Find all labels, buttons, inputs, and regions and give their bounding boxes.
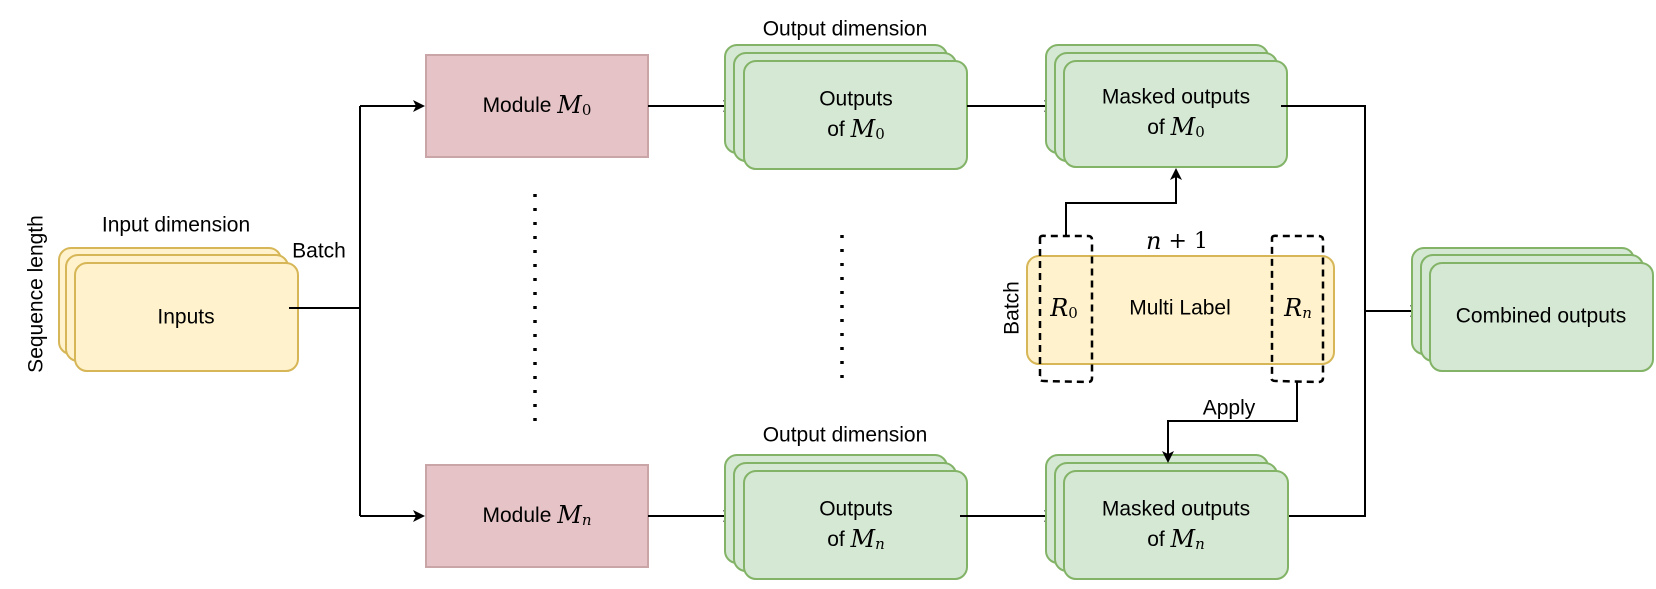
outputs-m0-stack: Outputs of M0	[724, 44, 968, 170]
outputs-mn-front-card	[743, 470, 968, 580]
batch-input-label: Batch	[292, 240, 346, 263]
arrow-rn-to-masked-mn	[1162, 382, 1298, 463]
outputs-masked-connectors	[960, 100, 1056, 522]
sequence-length-label: Sequence length	[25, 215, 48, 373]
masked-mn-line1: Masked outputs	[1102, 498, 1250, 521]
combined-front-card	[1429, 262, 1654, 372]
masked-m0-front-card	[1063, 60, 1288, 168]
module-m0: Module M0	[425, 54, 649, 158]
module-m0-label: Module M0	[483, 91, 592, 120]
masked-m0-line2: of M0	[1147, 113, 1204, 142]
mask-connectors	[1065, 168, 1298, 463]
module-output-connectors	[648, 100, 735, 522]
combined-outputs-label: Combined outputs	[1456, 305, 1626, 328]
output-dimension-top-label: Output dimension	[763, 18, 928, 41]
multi-label-box	[1026, 255, 1335, 365]
rn-label: Rn	[1283, 294, 1312, 323]
masked-mn-stack: Masked outputs of Mn	[1045, 454, 1289, 580]
inputs-label: Inputs	[157, 306, 214, 329]
masked-m0-stack: Masked outputs of M0	[1045, 44, 1288, 168]
input-dimension-label: Input dimension	[102, 214, 250, 237]
outputs-m0-front-card	[743, 60, 968, 170]
r0-dashed-bracket	[1038, 234, 1094, 384]
outputs-mn-line1: Outputs	[819, 498, 893, 521]
masked-mn-line2: of Mn	[1147, 525, 1205, 554]
input-connectors	[289, 100, 425, 522]
apply-label: Apply	[1203, 397, 1256, 420]
outputs-m0-line2: of M0	[827, 115, 884, 144]
module-mn-box	[425, 464, 649, 568]
multi-label-block: Multi Label Batch R0 Rn	[1001, 234, 1335, 384]
multi-label-text: Multi Label	[1129, 297, 1231, 320]
output-dimension-bottom-label: Output dimension	[763, 424, 928, 447]
inputs-stack: Inputs	[58, 247, 299, 372]
outputs-mn-line2: of Mn	[827, 525, 885, 554]
masked-mn-front-card	[1063, 470, 1289, 580]
combined-outputs-stack: Combined outputs	[1411, 247, 1654, 372]
r0-label: R0	[1049, 294, 1078, 323]
arrow-r0-to-masked-m0	[1065, 168, 1182, 236]
n-plus-one-label: n + 1	[1146, 227, 1208, 255]
module-m0-box	[425, 54, 649, 158]
masked-m0-line1: Masked outputs	[1102, 86, 1250, 109]
outputs-m0-line1: Outputs	[819, 88, 893, 111]
combine-connectors	[1281, 105, 1422, 517]
masked-mn-to-combine-line	[1289, 311, 1366, 517]
module-mn-label: Module Mn	[483, 501, 592, 530]
multi-label-batch-label: Batch	[1001, 281, 1024, 335]
module-mn: Module Mn	[425, 464, 649, 568]
rn-dashed-bracket	[1270, 234, 1325, 384]
outputs-mn-stack: Outputs of Mn	[724, 454, 968, 580]
inputs-front-card	[74, 262, 299, 372]
masked-m0-to-combine-line	[1281, 105, 1366, 311]
